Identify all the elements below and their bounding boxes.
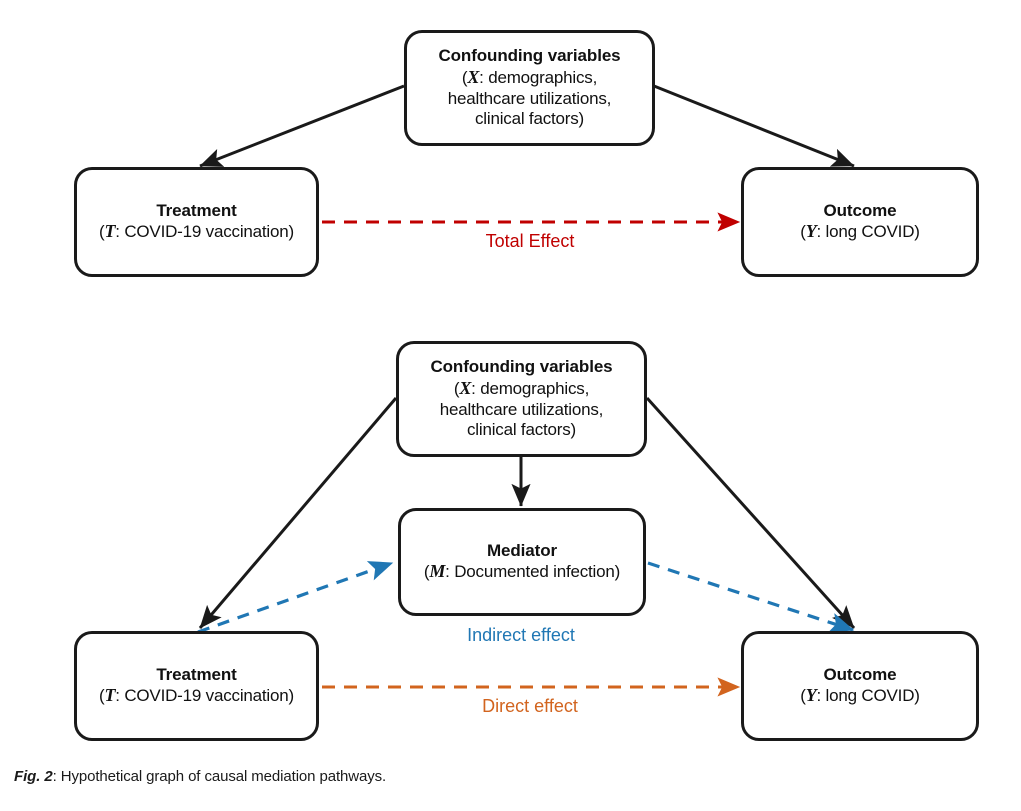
node-subtitle: (M: Documented infection) [423,561,621,582]
node-title: Treatment [156,664,237,684]
edge-label-direct-effect: Direct effect [482,696,578,716]
node-confounding-variables-bottom[interactable]: Confounding variables (X: demographics, … [396,341,647,457]
node-subtitle-line3: healthcare utilizations, [447,88,612,108]
node-mediator[interactable]: Mediator (M: Documented infection) [398,508,646,616]
edge-label-indirect-effect: Indirect effect [467,625,575,645]
node-subtitle: (T: COVID-19 vaccination) [99,685,294,706]
variable-symbol-m: M [429,561,446,582]
variable-symbol-t: T [104,685,116,706]
figure-number: Fig. 2 [14,768,53,785]
edge-confounding-to-treatment-bottom [198,397,398,629]
node-subtitle: (T: COVID-19 vaccination) [99,221,294,242]
variable-symbol-t: T [104,221,116,242]
node-subtitle-line2: (X: demographics, [453,377,590,398]
node-subtitle: (Y: long COVID) [800,221,920,242]
variable-symbol-x: X [459,377,472,398]
edge-confounding-to-treatment-top [199,84,405,168]
edge-mediator-to-outcome-indirect [647,561,855,633]
node-title: Treatment [156,200,237,220]
figure-caption-separator: : [52,768,57,785]
node-title: Outcome [823,200,897,220]
node-subtitle: (Y: long COVID) [800,685,920,706]
node-treatment-bottom[interactable]: Treatment (T: COVID-19 vaccination) [74,631,319,741]
node-title: Outcome [823,664,897,684]
node-subtitle-line2: (X: demographics, [461,66,598,87]
node-treatment-top[interactable]: Treatment (T: COVID-19 vaccination) [74,167,319,277]
edge-label-total-effect: Total Effect [485,231,575,251]
node-outcome-bottom[interactable]: Outcome (Y: long COVID) [741,631,979,741]
node-title: Confounding variables [430,356,613,376]
node-title: Confounding variables [438,45,621,65]
variable-symbol-x: X [467,66,480,87]
node-title: Mediator [486,540,558,560]
figure-caption-text: Hypothetical graph of causal mediation p… [56,768,387,785]
figure-caption: Fig. 2: Hypothetical graph of causal med… [14,768,386,785]
edge-confounding-to-outcome-bottom [645,396,856,630]
edge-treatment-to-mediator-indirect [197,561,394,634]
node-confounding-variables-top[interactable]: Confounding variables (X: demographics, … [404,30,655,146]
node-subtitle-line3: healthcare utilizations, [439,399,604,419]
node-subtitle-line4: clinical factors) [474,109,585,129]
node-outcome-top[interactable]: Outcome (Y: long COVID) [741,167,979,277]
variable-symbol-y: Y [805,221,817,242]
edge-confounding-to-outcome-top [653,84,855,168]
node-subtitle-line4: clinical factors) [466,420,577,440]
variable-symbol-y: Y [805,685,817,706]
